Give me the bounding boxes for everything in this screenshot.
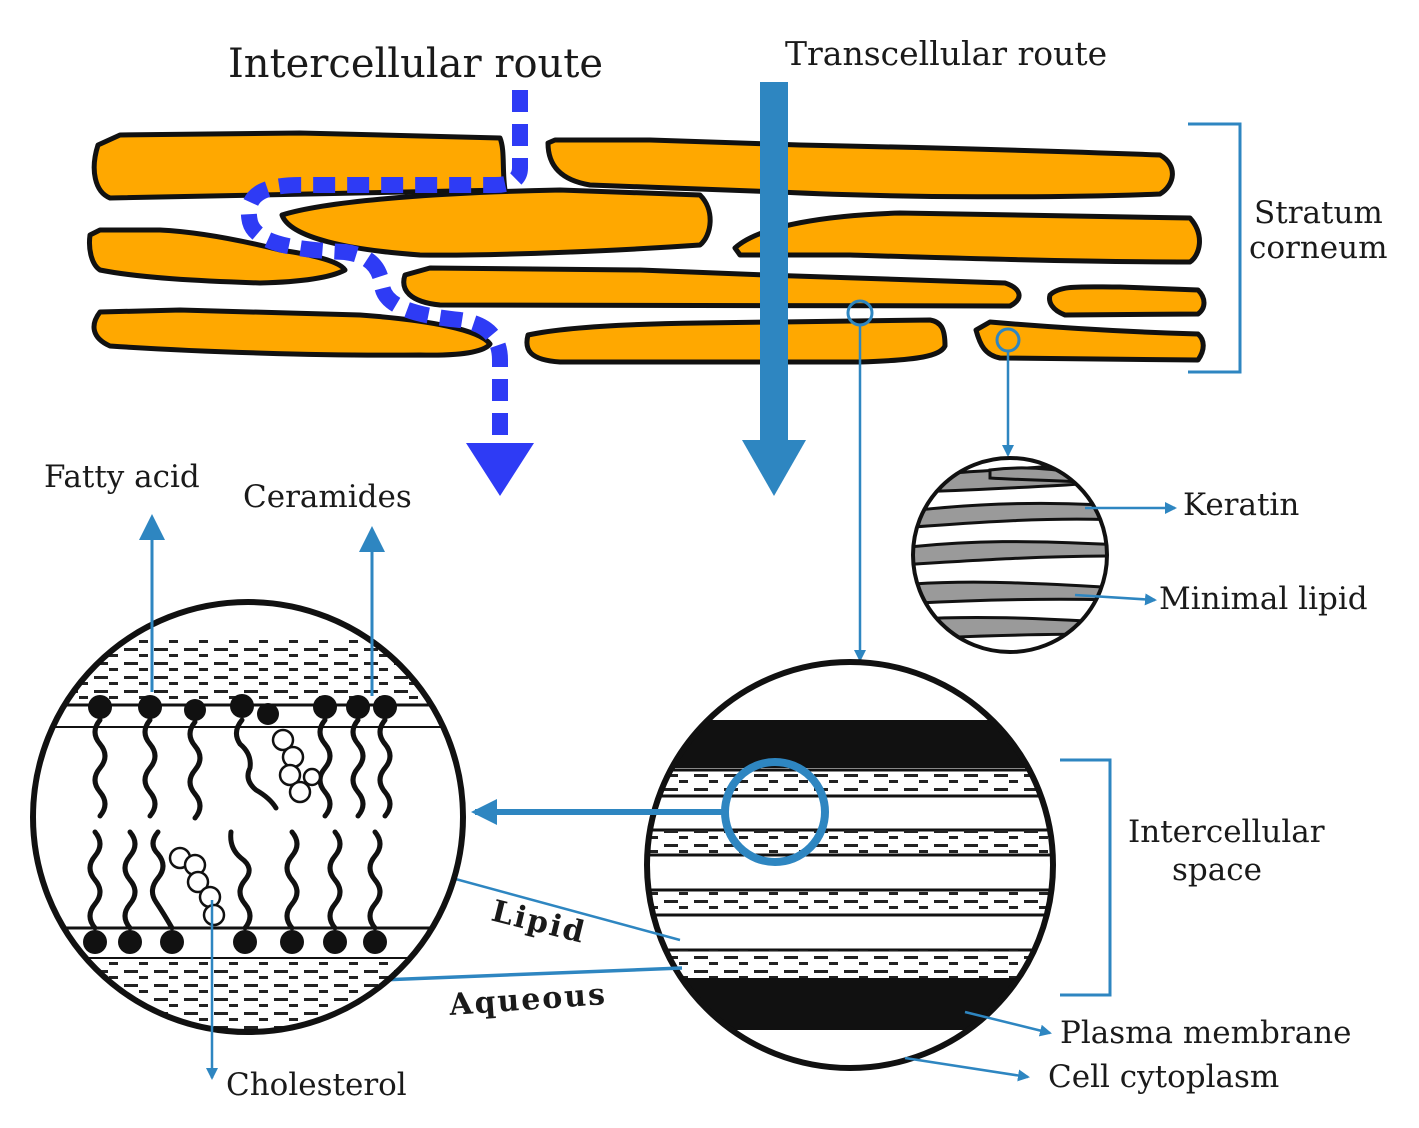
aqueous-label: Aqueous: [447, 977, 608, 1023]
keratin-label: Keratin: [1183, 487, 1299, 523]
stratum-corneum-label-line2: corneum: [1249, 230, 1388, 266]
corneocyte: [401, 265, 1022, 309]
corneocyte: [524, 317, 948, 365]
cholesterol-label: Cholesterol: [226, 1067, 407, 1103]
stratum-corneum-layer: [87, 130, 1207, 365]
stratum-corneum-label-line1: Stratum: [1254, 195, 1383, 231]
lipid-bilayer-zoom-circle: [30, 599, 466, 1035]
cholesterol-rings-top: [271, 728, 322, 804]
intercellular-space-label-line1: Intercellular: [1128, 814, 1325, 850]
cell-cytoplasm-label: Cell cytoplasm: [1048, 1059, 1279, 1095]
intercellular-space-label-line2: space: [1172, 852, 1262, 888]
plasma-membrane-pointer: [964, 1010, 1052, 1037]
corneocyte: [91, 307, 493, 358]
lipid-tails-top: [92, 717, 393, 821]
corneocyte: [545, 137, 1175, 200]
intercellular-route-label: Intercellular route: [228, 41, 603, 87]
corneocyte: [1047, 284, 1207, 318]
intercellular-route-arrowhead: [466, 443, 534, 496]
lipid-pointer: [413, 864, 681, 942]
cholesterol-rings-bottom: [168, 846, 226, 927]
lipid-heads-bottom: [83, 930, 387, 954]
corneocyte: [279, 187, 713, 258]
transcellular-route-label: Transcellular route: [785, 34, 1107, 73]
keratin-zoom-circle: [911, 456, 1109, 654]
corneocyte: [732, 210, 1202, 265]
stratum-corneum-bracket: [1188, 122, 1242, 374]
bilayer-zoom-marker: [721, 758, 829, 866]
ceramides-label: Ceramides: [243, 479, 412, 515]
minimal-lipid-pointer: [1074, 593, 1157, 606]
intercellular-route-path: [240, 90, 528, 440]
lipid-heads-top: [88, 694, 397, 725]
minimal-lipid-label: Minimal lipid: [1159, 581, 1368, 617]
fatty-acid-label: Fatty acid: [44, 459, 200, 495]
intercellular-space-zoom-circle: [644, 659, 1056, 1071]
transcellular-route-arrowhead: [742, 440, 806, 496]
intercellular-space-bracket: [1060, 758, 1112, 997]
transcellular-route-arrow-shaft: [760, 82, 788, 444]
corneocyte: [973, 319, 1206, 363]
lipid-tails-bottom: [87, 829, 383, 931]
zoom-marker-keratin: [995, 327, 1021, 353]
cell-cytoplasm-pointer: [904, 1056, 1030, 1082]
corneocyte: [87, 227, 348, 286]
plasma-membrane-label: Plasma membrane: [1060, 1015, 1352, 1051]
